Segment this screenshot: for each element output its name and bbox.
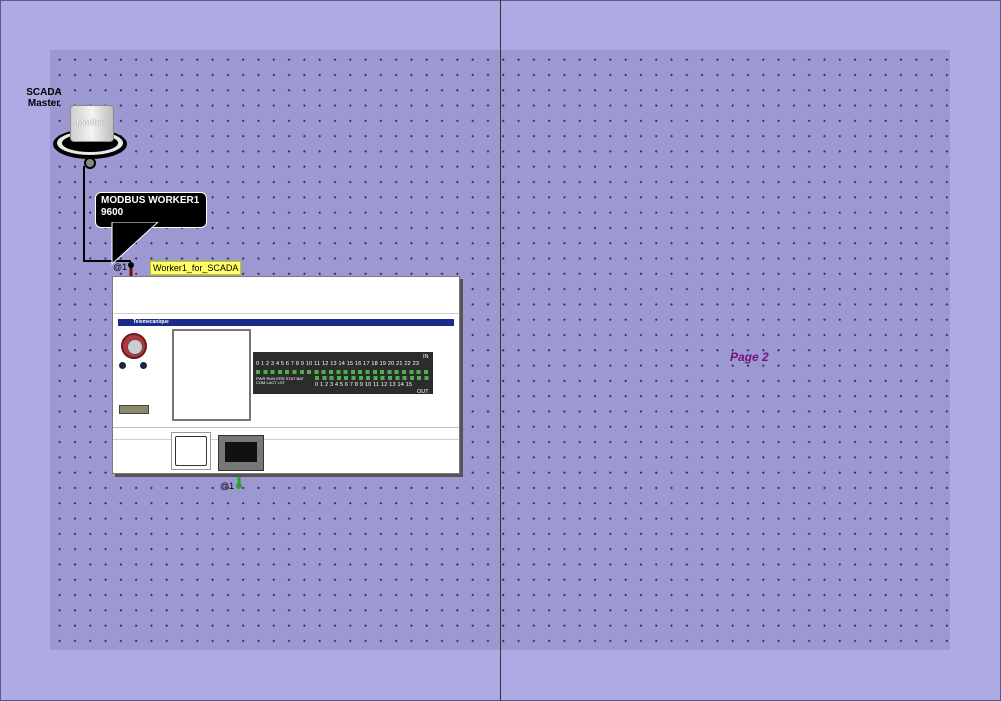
memory-slot-icon (171, 432, 211, 470)
callout-pointer (111, 222, 159, 266)
ethernet-port-icon[interactable] (218, 435, 264, 471)
serial-link-endpoint[interactable] (128, 262, 134, 268)
plc-bottom-rail (113, 427, 459, 428)
plc-top-rail (113, 313, 459, 314)
plc-name-tag[interactable]: Worker1_for_SCADA (150, 261, 242, 275)
input-led-row (256, 370, 430, 374)
io-status-leds: PWR RUN ERR STAT BAT COM LACT LST (256, 376, 304, 385)
ethernet-address-label: @1 (220, 481, 235, 491)
plc-device[interactable]: Telemecanique IN 0 1 2 3 4 5 6 7 8 9 10 … (112, 276, 460, 474)
io-in-label: IN (423, 354, 429, 360)
output-led-row (315, 376, 429, 380)
io-output-numbers: 0 1 2 3 4 5 6 7 8 9 10 11 12 13 14 15 (315, 382, 413, 388)
plc-brand: Telemecanique (133, 319, 169, 325)
plc-brand-band (118, 319, 454, 326)
io-input-numbers: 0 1 2 3 4 5 6 7 8 9 10 11 12 13 14 15 16… (256, 361, 420, 367)
callout-baud-rate: 9600 (101, 207, 124, 218)
scada-master-label: SCADA Master (18, 87, 70, 109)
dip-switch-icon (119, 405, 149, 414)
modbus-icon-label: Modbus (76, 118, 108, 127)
ethernet-link-end[interactable] (236, 483, 242, 489)
serial-address-label: @1 (113, 262, 128, 272)
serial-port-icon[interactable] (121, 333, 147, 359)
page-2-label: Page 2 (730, 350, 769, 364)
scada-master-label-line1: SCADA (26, 87, 62, 98)
plc-display-window (172, 329, 251, 421)
status-led-icon (140, 362, 147, 369)
plc-bottom-rail-2 (113, 439, 459, 440)
scada-master-label-line2: Master (27, 98, 61, 109)
callout-title: MODBUS WORKER1 (101, 195, 200, 206)
io-status-panel: IN 0 1 2 3 4 5 6 7 8 9 10 11 12 13 14 15… (253, 352, 433, 395)
page-divider (500, 0, 501, 701)
io-out-label: OUT (417, 389, 429, 395)
status-led-icon (119, 362, 126, 369)
modbus-icon[interactable]: Modbus (70, 105, 114, 142)
